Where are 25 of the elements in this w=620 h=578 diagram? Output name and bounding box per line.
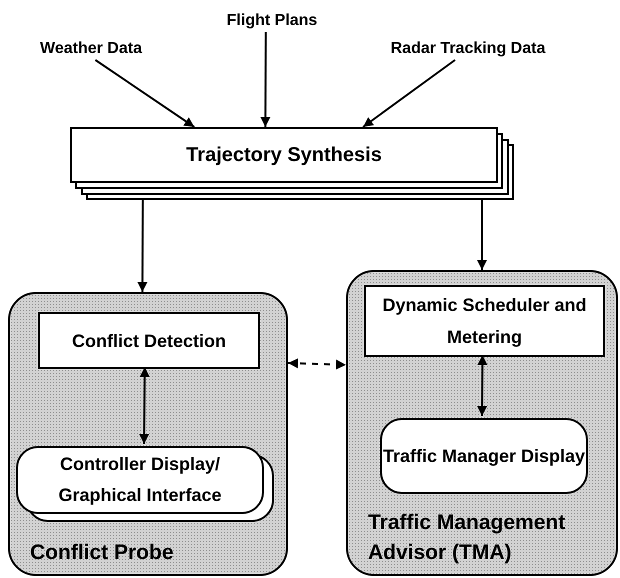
group-panel xyxy=(346,270,618,576)
arrow xyxy=(477,355,488,416)
node-label: Controller Display/ Graphical Interface xyxy=(57,453,223,507)
arrow xyxy=(477,200,487,270)
node-label: Dynamic Scheduler and Metering xyxy=(381,294,588,349)
node-label: Flight Plans xyxy=(226,11,318,31)
node-label: Weather Data xyxy=(40,39,142,59)
arrow xyxy=(139,366,150,444)
arrow xyxy=(137,200,148,292)
process-box xyxy=(364,285,605,357)
node-label: Conflict Detection xyxy=(72,330,226,352)
rounded-box xyxy=(380,418,588,494)
node-label: Radar Tracking Data xyxy=(390,39,546,59)
node-label: Conflict Probe xyxy=(30,540,175,566)
stacked-rounded-box xyxy=(16,446,274,522)
arrow xyxy=(94,59,195,128)
arrow xyxy=(260,32,270,127)
process-box xyxy=(38,312,260,369)
arrow xyxy=(288,358,346,370)
stacked-process-box xyxy=(70,127,514,200)
group-panel xyxy=(8,292,288,576)
node-label: Trajectory Synthesis xyxy=(186,143,382,168)
arrow xyxy=(362,59,456,128)
node-label: Traffic Manager Display xyxy=(382,444,586,468)
node-label: Traffic Management Advisor (TMA) xyxy=(368,510,566,566)
